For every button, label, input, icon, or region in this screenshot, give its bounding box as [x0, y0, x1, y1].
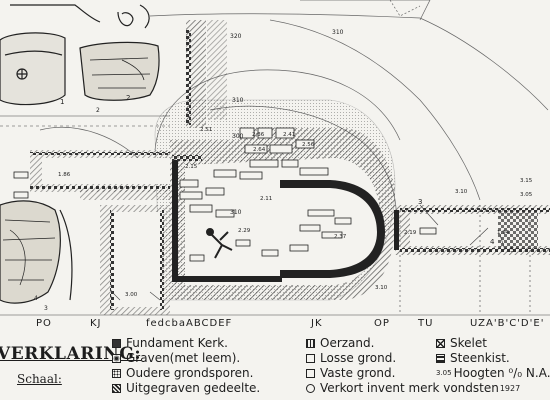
area-label: 1.94 [497, 230, 510, 236]
loose-ground-symbol-icon [306, 353, 315, 363]
legend-item-oerzand: Oerzand. [306, 336, 374, 350]
legend-item-label: Graven(met leem). [126, 351, 241, 365]
excavated-symbol-icon [112, 383, 121, 393]
skeleton-symbol-icon [436, 338, 445, 348]
grid-letter: JK [311, 318, 323, 329]
height-label: 3.15 [520, 178, 533, 184]
foundation-symbol-icon [112, 338, 121, 348]
grave-symbol-icon [112, 353, 121, 363]
legend-item-label: Skelet [450, 336, 487, 350]
area-label: 2.36 [252, 132, 265, 138]
legend-item-year: 1927 [499, 383, 521, 393]
height-label: 3.05 [520, 192, 533, 198]
legend-item-label: Losse grond. [320, 351, 397, 365]
legend-item-heights: 3.05 Hoogten ⁰/₀ N.A.P. [436, 366, 550, 380]
area-label: 2.19 [404, 230, 417, 236]
area-label: 1.86 [58, 172, 71, 178]
grave-blocks [13, 127, 437, 262]
height-label: 3.10 [455, 189, 468, 195]
legend-item-older-traces: Oudere grondsporen. [112, 366, 253, 380]
legend-title: VERKLARING: [0, 344, 142, 364]
height-example: 3.05 [436, 369, 452, 377]
oerzand-symbol-icon [306, 338, 315, 348]
marker-number: 4 [490, 238, 495, 246]
grid-letter: fedcbaABCDEF [146, 318, 233, 329]
contour-label: 310 [232, 97, 244, 104]
height-label: 3.00 [125, 292, 138, 298]
plan-labels: 320 310 310 310 300 2.36 2.41 2.64 2.56 2.29 2.19 2… [34, 29, 533, 312]
find-label: 2 [96, 107, 100, 114]
grid-lines [0, 115, 550, 316]
legend-item-stone-coffin: Steenkist. [436, 351, 510, 365]
contour-label: 300 [232, 133, 244, 140]
grid-letter: UZA'B'C'D'E' [470, 318, 545, 329]
area-label: 2.29 [238, 228, 251, 234]
height-label: 3.10 [375, 285, 388, 291]
contour-label: 310 [332, 29, 344, 36]
area-label: 2.64 [253, 147, 266, 153]
legend-item-label: Vaste grond. [320, 366, 396, 380]
legend-item-foundation: Fundament Kerk. [112, 336, 228, 350]
skeleton-symbol [206, 228, 233, 259]
area-label: 2.15 [185, 164, 198, 170]
older-traces-symbol-icon [112, 368, 121, 378]
legend: VERKLARING: Schaal: Fundament Kerk. Grav… [0, 334, 550, 400]
legend-item-excavated: Uitgegraven gedeelte. [112, 381, 260, 395]
legend-item-label: Uitgegraven gedeelte. [126, 381, 261, 395]
find-label: 4 [34, 295, 38, 302]
grid-letter: KJ [90, 318, 102, 329]
legend-item-loose-ground: Losse grond. [306, 351, 396, 365]
scale-label: Schaal: [17, 372, 62, 386]
legend-item-skeleton: Skelet [436, 336, 487, 350]
find-label: 3 [44, 305, 48, 312]
area-label: 2.11 [260, 196, 272, 202]
area-label: 2.51 [200, 127, 212, 133]
grid-letter: TU [418, 318, 434, 329]
grid-letter: PO [36, 318, 52, 329]
find-mark-symbol-icon [306, 383, 315, 393]
legend-item-label: Fundament Kerk. [126, 336, 228, 350]
stone-coffin-symbol-icon [436, 353, 445, 363]
grid-letter: OP [374, 318, 390, 329]
marker-number: 5 [510, 246, 514, 254]
marker-number: 3 [418, 198, 422, 206]
grid-letter-row: PO KJ fedcbaABCDEF JK OP TU UZA'B'C'D'E' [0, 318, 550, 332]
find-drawing-jar [0, 200, 73, 304]
area-label: 2.41 [283, 132, 295, 138]
area-label: 2.56 [302, 142, 315, 148]
contour-label: 320 [230, 33, 242, 40]
legend-item-label: Oudere grondsporen. [126, 366, 254, 380]
legend-item-label: Verkort invent merk vondsten [320, 381, 499, 395]
marker-number: 1 [60, 98, 64, 106]
legend-item-graves: Graven(met leem). [112, 351, 240, 365]
contour-label: 310 [230, 209, 242, 216]
legend-item-label: Oerzand. [320, 336, 375, 350]
marker-number: 2 [126, 94, 130, 102]
find-drawing-bowls [0, 4, 160, 106]
solid-ground-symbol-icon [306, 368, 315, 378]
area-label: 2.37 [334, 234, 347, 240]
legend-item-find-marks: Verkort invent merk vondsten 1927 [306, 381, 520, 395]
legend-item-solid-ground: Vaste grond. [306, 366, 395, 380]
legend-item-label: Steenkist. [450, 351, 510, 365]
legend-item-label: Hoogten ⁰/₀ N.A.P. [453, 366, 550, 380]
church-foundation [30, 30, 550, 310]
